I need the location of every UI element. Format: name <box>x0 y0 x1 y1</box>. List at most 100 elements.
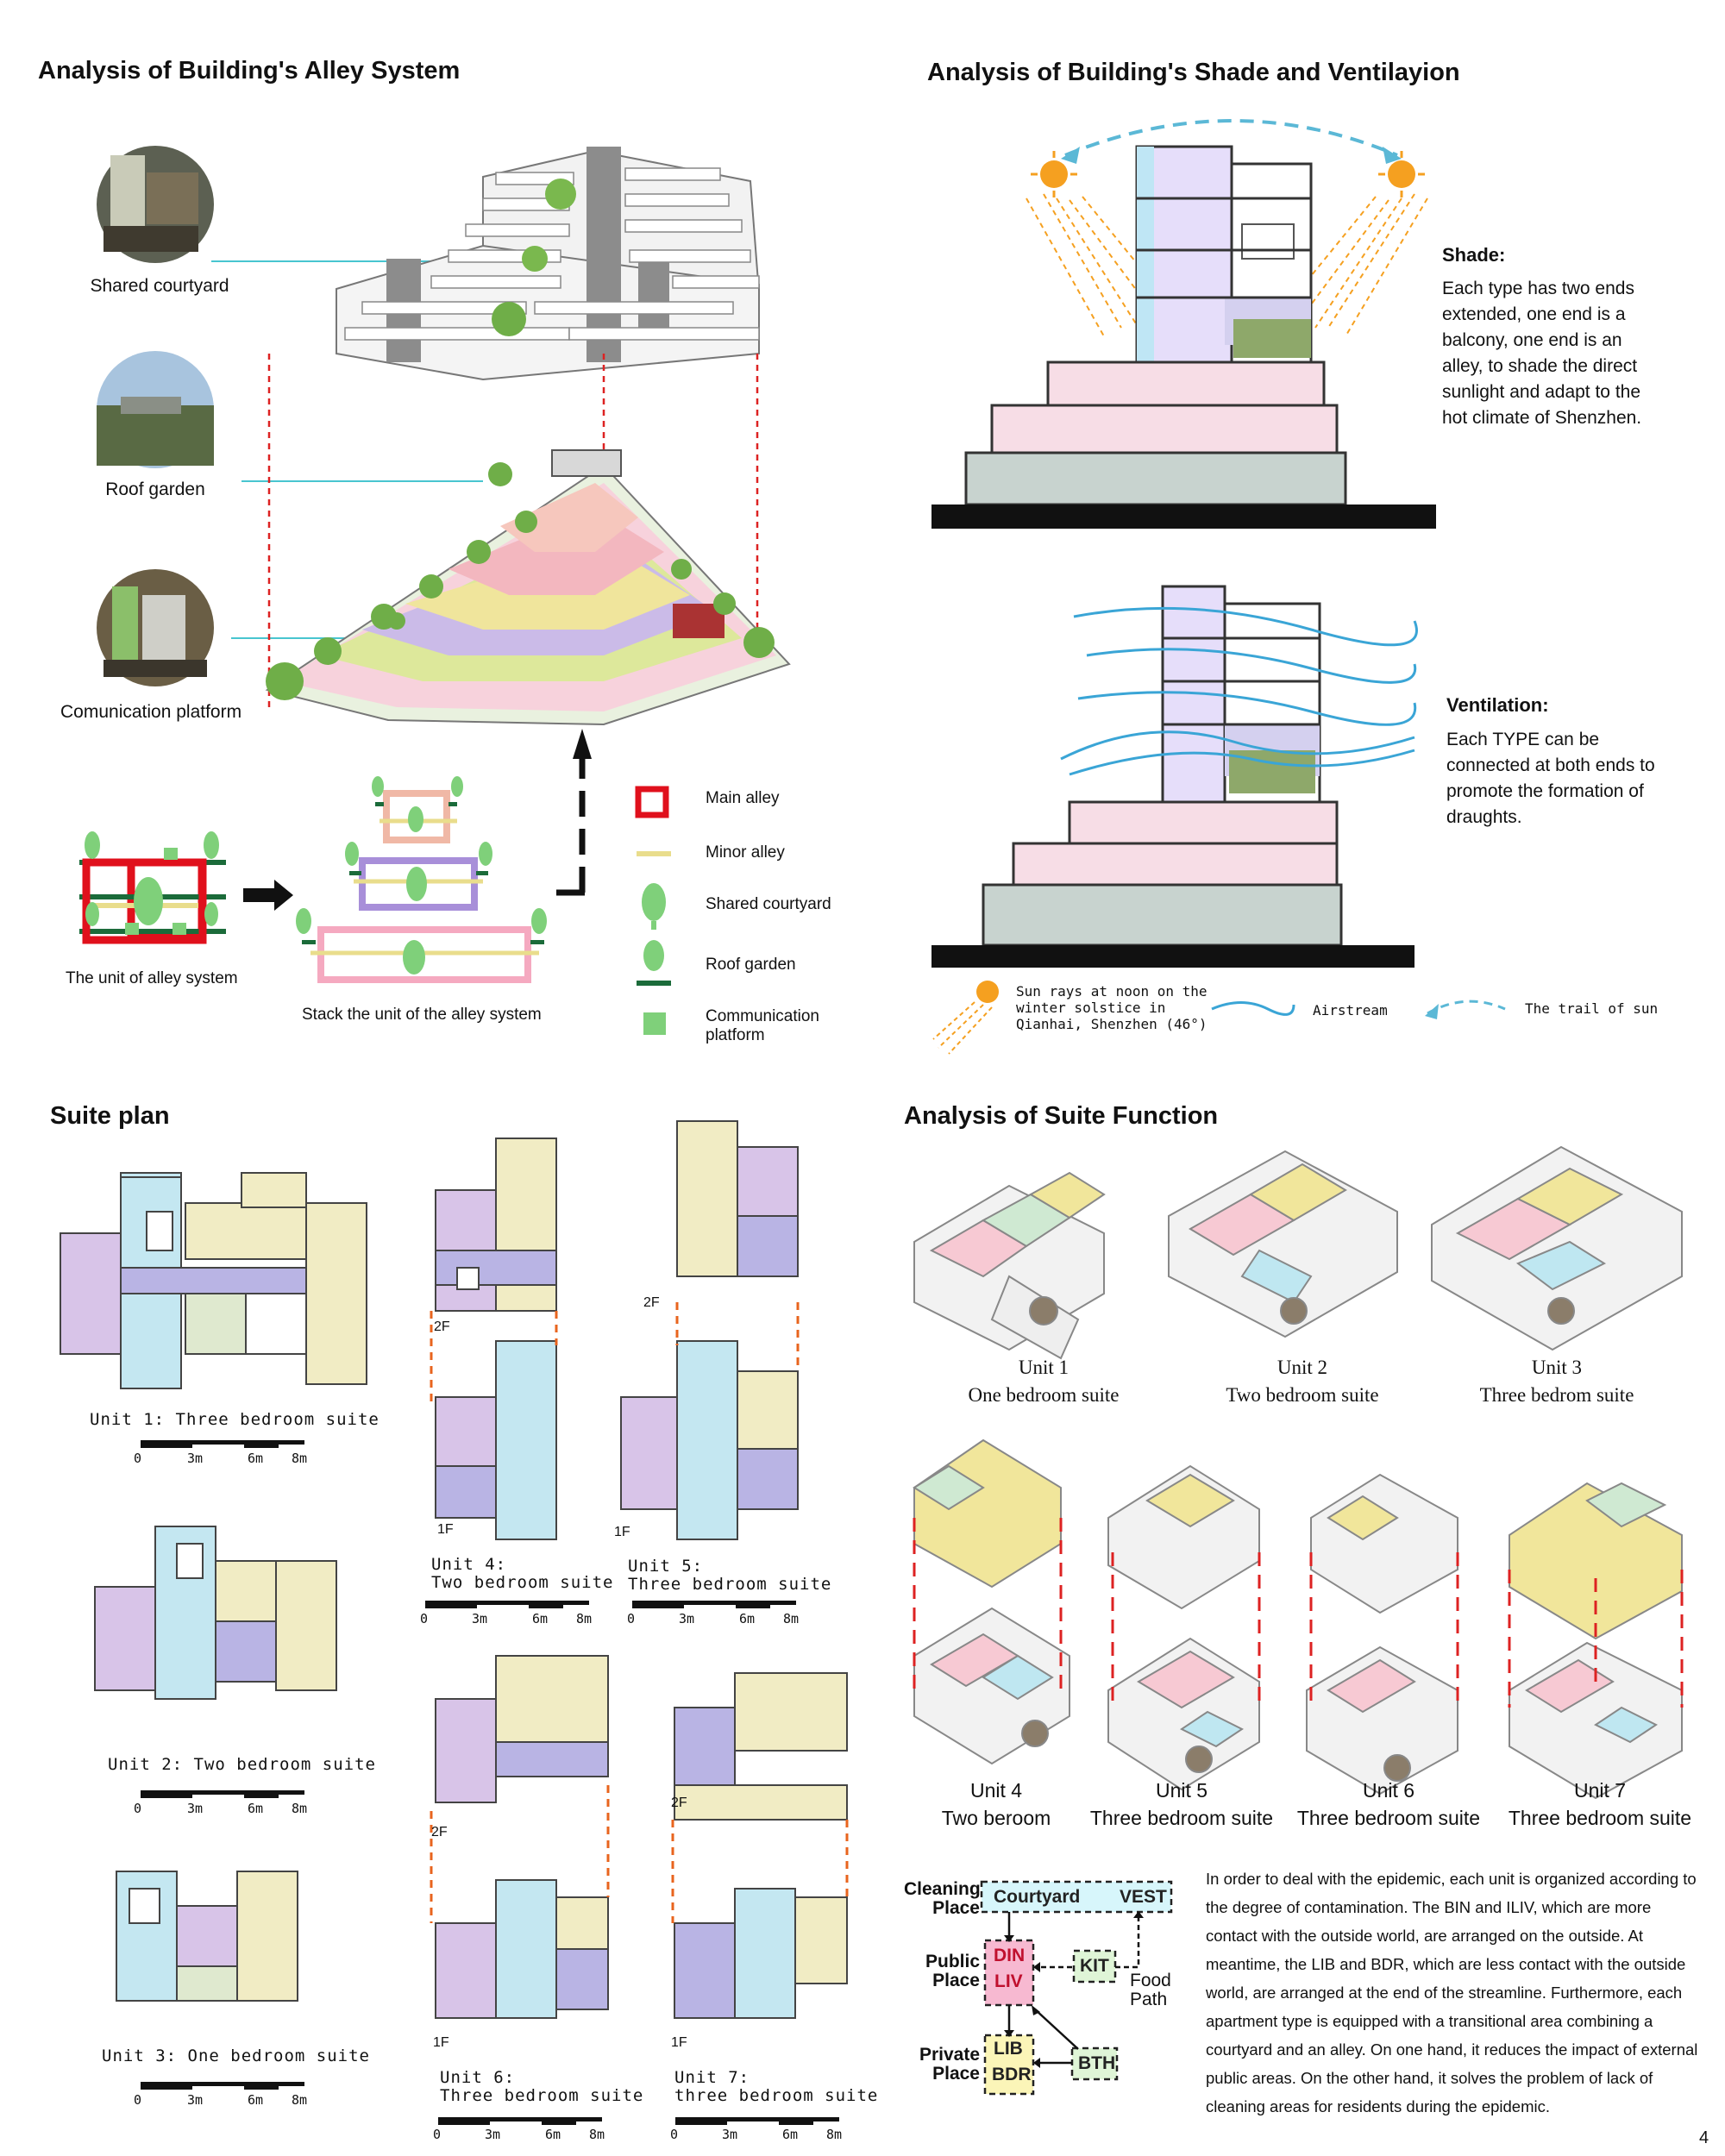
shade-heading: Shade: <box>1442 244 1506 266</box>
flow-din-box: DIN <box>994 1946 1026 1965</box>
function-description: In order to deal with the epidemic, each… <box>1206 1870 1698 2115</box>
unit4-axon <box>913 1438 1070 1765</box>
function-title: Analysis of Suite Function <box>904 1102 1219 1130</box>
shared-courtyard-photo <box>97 146 214 263</box>
scale-8m: 8m <box>783 1611 800 1626</box>
sun-icon-left <box>1031 151 1077 197</box>
scale-bars <box>141 1440 839 2125</box>
building-lower-axonometric <box>265 449 791 726</box>
scale-3m: 3m <box>472 1611 488 1626</box>
communication-platform-photo <box>97 569 214 686</box>
scale-3m: 3m <box>722 2127 738 2142</box>
floor-1f-label: 1F <box>433 2035 449 2050</box>
suite-unit6-type: Three bedroom suite <box>440 2086 644 2105</box>
scale-0: 0 <box>433 2127 442 2142</box>
suite-unit4-type: Two bedroom suite <box>431 1573 614 1592</box>
stack-arrow-icon <box>556 729 592 896</box>
flow-bdr-box: BDR <box>992 2065 1032 2084</box>
unit2-plan <box>94 1526 337 1700</box>
legend-minor-alley: Minor alley <box>706 843 785 862</box>
photo-label-courtyard: Shared courtyard <box>90 276 229 296</box>
floor-1f-label: 1F <box>614 1525 630 1539</box>
ventilation-text: Each TYPE can be connected at both ends … <box>1446 730 1655 827</box>
unit7-axon <box>1509 1482 1683 1800</box>
legend-roof-garden: Roof garden <box>706 956 796 974</box>
unit4-plan <box>435 1138 557 1540</box>
legend-shared-courtyard: Shared courtyard <box>706 895 831 913</box>
scale-0: 0 <box>134 2092 142 2108</box>
floor-1f-label: 1F <box>437 1522 454 1537</box>
scale-6m: 6m <box>248 2092 264 2108</box>
floor-2f-label: 2F <box>671 1796 687 1810</box>
scale-6m: 6m <box>739 1611 756 1626</box>
scale-6m: 6m <box>782 2127 799 2142</box>
shade-title: Analysis of Building's Shade and Ventila… <box>927 59 1460 86</box>
roof-garden-photo <box>97 351 214 468</box>
airstream-legend-text: Airstream <box>1313 1002 1388 1018</box>
scale-6m: 6m <box>248 1451 264 1466</box>
scale-6m: 6m <box>532 1611 549 1626</box>
unit5-plan <box>620 1120 799 1540</box>
floor-2f-label: 2F <box>431 1825 448 1839</box>
contamination-flow-diagram <box>980 1880 1173 2096</box>
sun-trail-legend-text: The trail of sun <box>1525 1000 1659 1017</box>
legend-main-alley: Main alley <box>706 789 780 807</box>
scale-3m: 3m <box>187 1451 204 1466</box>
scale-6m: 6m <box>545 2127 561 2142</box>
scale-3m: 3m <box>187 2092 204 2108</box>
scale-8m: 8m <box>292 2092 308 2108</box>
scale-0: 0 <box>420 1611 429 1626</box>
flow-courtyard-box: Courtyard <box>994 1887 1081 1907</box>
suite-unit5-type: Three bedroom suite <box>628 1575 832 1594</box>
scale-3m: 3m <box>187 1801 204 1816</box>
photo-label-roof: Roof garden <box>105 479 205 499</box>
unit5-axon <box>1107 1464 1260 1791</box>
alley-unit-diagram <box>79 831 226 944</box>
alley-legend-icons <box>635 786 671 1035</box>
unit3-plan <box>116 1871 298 2002</box>
scale-0: 0 <box>670 2127 679 2142</box>
airstream-icon <box>1211 1001 1295 1016</box>
sun-legend-icon <box>976 981 999 1003</box>
floor-1f-label: 1F <box>671 2035 687 2050</box>
flow-vest-box: VEST <box>1120 1887 1167 1907</box>
scale-8m: 8m <box>292 1451 308 1466</box>
flow-cleaning-place: Cleaning Place <box>904 1879 981 1918</box>
scale-6m: 6m <box>248 1801 264 1816</box>
flow-food-path: Food Path <box>1130 1971 1171 2009</box>
suite-unit5-label: Unit 5: <box>628 1557 704 1576</box>
unit6-axon <box>1306 1473 1458 1796</box>
alley-stack-label: Stack the unit of the alley system <box>302 1006 542 1024</box>
alley-title: Analysis of Building's Alley System <box>38 57 461 85</box>
scale-8m: 8m <box>576 1611 593 1626</box>
arrow-right-icon <box>243 880 293 911</box>
flow-kit-box: KIT <box>1080 1956 1109 1976</box>
sun-legend-text: Sun rays at noon on the winter solstice … <box>1016 983 1208 1032</box>
floor-2f-label: 2F <box>643 1295 660 1310</box>
scale-8m: 8m <box>826 2127 843 2142</box>
flow-lib-box: LIB <box>994 2039 1023 2059</box>
shade-legend-icons <box>932 981 1506 1055</box>
suite-unit3-label: Unit 3: One bedroom suite <box>102 2046 370 2065</box>
flow-bth-box: BTH <box>1078 2053 1116 2073</box>
scale-8m: 8m <box>292 1801 308 1816</box>
page-number: 4 <box>1699 2128 1709 2147</box>
suite-unit4-label: Unit 4: <box>431 1555 507 1574</box>
suite-unit6-label: Unit 6: <box>440 2068 516 2087</box>
alley-unit-label: The unit of alley system <box>66 969 238 987</box>
scale-0: 0 <box>134 1451 142 1466</box>
unit2-axon <box>1168 1150 1398 1338</box>
shade-section <box>932 119 1436 529</box>
ventilation-heading: Ventilation: <box>1446 694 1549 716</box>
unit1-plan <box>60 1172 367 1389</box>
shade-text: Each type has two ends extended, one end… <box>1442 279 1642 428</box>
legend-communication-platform: Communication platform <box>706 1007 819 1044</box>
